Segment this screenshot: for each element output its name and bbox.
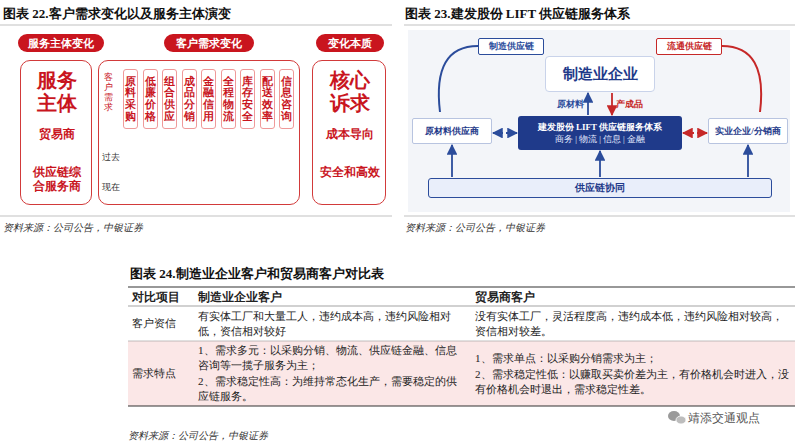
node-text: 实业企业/分销商 <box>715 125 781 138</box>
watermark: 靖添交通观点 <box>688 410 760 427</box>
node-text: 供应链综合服务商 <box>28 165 86 194</box>
node-text: 服务主体变化 <box>28 36 94 51</box>
figure-panel <box>408 30 790 212</box>
table-header: 对比项目 <box>132 290 180 305</box>
node-text: 组合供应 <box>164 76 175 122</box>
figure-title: 图表 23.建发股份 LIFT 供应链服务体系 <box>405 5 630 23</box>
node-text: 成本导向 <box>319 127 381 141</box>
service-system-box: 建发股份 LIFT 供应链服务体系商务 | 物流 | 信息 | 金融 <box>518 116 682 150</box>
chain-tab: 制造供应链 <box>478 38 544 55</box>
node-text: 信息咨询 <box>281 76 292 122</box>
table-rule <box>128 286 795 287</box>
node-text: 商务 | 物流 | 信息 | 金融 <box>555 134 645 146</box>
table-cell: 没有实体工厂，灵活程度高，违约成本低，违约风险相对较高，资信相对较差。 <box>475 309 790 339</box>
demand-column: 低廉价格 <box>143 69 158 129</box>
table-cell: 2、需求稳定性低：以赚取买卖价差为主，有价格机会时进入，没有价格机会时退出，需求… <box>475 367 790 397</box>
source-note: 资料来源：公司公告，中银证券 <box>128 429 268 443</box>
table-rule <box>128 341 795 342</box>
row-head: 需求特点 <box>132 366 176 381</box>
header-pill: 服务主体变化 <box>18 34 104 52</box>
header-pill: 客户需求变化 <box>164 34 254 52</box>
node-text: 供应链协同 <box>575 181 625 195</box>
node-text: 低廉价格 <box>145 76 156 122</box>
demand-column: 信息咨询 <box>279 69 294 129</box>
title-rule <box>0 25 392 26</box>
partner-box: 实业企业/分销商 <box>708 118 788 144</box>
partner-box: 原材料供应商 <box>412 118 492 144</box>
node-text: 原材料供应商 <box>425 125 479 138</box>
node-text: 现在 <box>102 181 126 194</box>
outline-panel: 客户需求过去现在 原料采购低廉价格组合供应成品分销金融信用全程物流库存安全配送效率… <box>98 60 300 205</box>
outline-panel: 核心诉求成本导向安全和高效 <box>312 60 386 205</box>
table-rule <box>128 405 795 406</box>
table-cell: 2、需求稳定性高：为维持常态化生产，需要稳定的供应链服务。 <box>198 374 466 404</box>
demand-column: 组合供应 <box>162 69 177 129</box>
node-text: 库存安全 <box>242 76 253 122</box>
source-rule <box>0 216 392 217</box>
edge-label: 原材料 <box>557 98 584 111</box>
header-pill: 变化本质 <box>316 34 384 52</box>
table-cell: 1、需求单点：以采购分销需求为主； <box>475 351 790 366</box>
row-head: 客户资信 <box>132 316 176 331</box>
flow-connector <box>493 132 517 134</box>
demand-column: 金融信用 <box>201 69 216 129</box>
table-cell: 有实体工厂和大量工人，违约成本高，违约风险相对低，资信相对较好 <box>198 309 466 339</box>
node-text: 过去 <box>102 151 126 164</box>
node-text: 服务主体 <box>35 69 79 115</box>
demand-column: 成品分销 <box>182 69 197 129</box>
node-text: 核心诉求 <box>328 69 372 115</box>
figure-title: 图表 22.客户需求变化以及服务主体演变 <box>3 5 231 23</box>
node-text: 全程物流 <box>223 76 234 122</box>
wechat-icon <box>676 416 686 424</box>
outline-panel: 服务主体贸易商供应链综合服务商 <box>20 60 92 205</box>
demand-column: 原料采购 <box>123 69 138 129</box>
flow-connector <box>451 145 453 177</box>
node-text: 安全和高效 <box>317 165 383 179</box>
node-text: 金融信用 <box>203 76 214 122</box>
flow-connector <box>747 145 749 177</box>
node-text: 制造供应链 <box>489 40 534 53</box>
flow-arc <box>722 46 761 112</box>
flow-arc <box>439 46 478 112</box>
node-text: 制造业企业 <box>563 65 638 84</box>
node-text: 流通供应链 <box>667 40 712 53</box>
title-rule <box>404 25 795 26</box>
demand-column: 库存安全 <box>240 69 255 129</box>
source-note: 资料来源：公司公告，中银证券 <box>3 221 143 235</box>
table-rule <box>128 306 795 307</box>
flow-connector <box>611 93 613 115</box>
enterprise-box: 制造业企业 <box>545 56 655 92</box>
flow-connector <box>587 93 589 115</box>
node-text: 成品分销 <box>184 76 195 122</box>
table-cell: 1、需求多元：以采购分销、物流、供应链金融、信息咨询等一揽子服务为主； <box>198 343 466 373</box>
demand-column: 配送效率 <box>260 69 275 129</box>
source-rule <box>404 216 795 217</box>
chain-tab: 流通供应链 <box>656 38 722 55</box>
source-note: 资料来源：公司公告，中银证券 <box>405 221 545 235</box>
table-row-band <box>128 341 795 406</box>
node-text: 客户需求 <box>104 73 113 113</box>
node-text: 贸易商 <box>26 127 88 141</box>
node-text: 建发股份 LIFT 供应链服务体系 <box>538 121 662 134</box>
figure-title: 图表 24.制造业企业客户和贸易商客户对比表 <box>130 265 384 283</box>
demand-column: 全程物流 <box>221 69 236 129</box>
edge-label: 产成品 <box>616 98 643 111</box>
node-text: 客户需求变化 <box>176 36 242 51</box>
table-header: 贸易商客户 <box>475 290 535 305</box>
synergy-bar: 供应链协同 <box>428 178 772 198</box>
table-header: 制造业企业客户 <box>198 290 282 305</box>
node-text: 原料采购 <box>125 76 136 122</box>
flow-connector <box>683 132 707 134</box>
node-text: 配送效率 <box>262 76 273 122</box>
node-text: 变化本质 <box>328 36 372 51</box>
flow-connector <box>599 151 601 177</box>
